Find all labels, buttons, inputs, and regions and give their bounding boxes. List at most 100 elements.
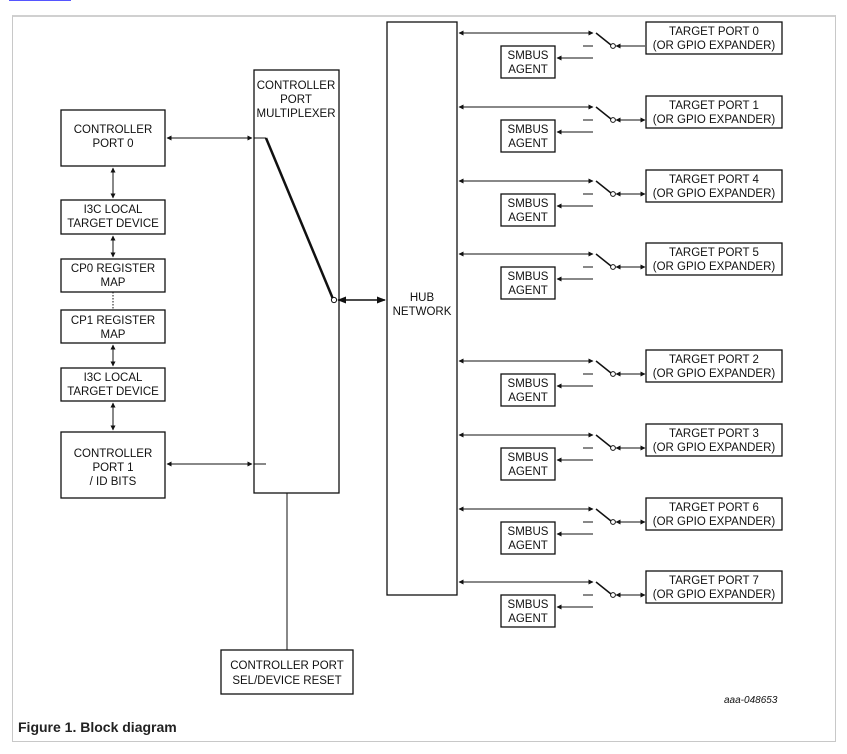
figure-frame [12,15,836,742]
switch-arm [595,360,612,374]
smbus-label: AGENT [508,540,548,552]
switch-pivot-icon [610,117,616,123]
block-label: PORT [280,94,312,106]
smbus-agent-block [500,594,556,628]
block-label: CONTROLLER [74,448,153,460]
block-label: PORT 1 [92,462,133,474]
switch-pivot-icon [610,519,616,525]
target-port-name: TARGET PORT 7 [669,575,759,587]
target-port-sub: (OR GPIO EXPANDER) [653,261,776,273]
target-port-sub: (OR GPIO EXPANDER) [653,40,776,52]
cp1-register-map-block: CP1 REGISTER MAP [60,309,166,344]
target-port-block [645,169,783,203]
target-port-sub: (OR GPIO EXPANDER) [653,114,776,126]
switch-pivot-icon [330,296,338,304]
target-port-name: TARGET PORT 0 [669,26,759,38]
block-label: PORT 0 [92,138,133,150]
target-port-block [645,95,783,129]
target-port-block [645,570,783,604]
target-port-name: TARGET PORT 3 [669,428,759,440]
target-port-sub: (OR GPIO EXPANDER) [653,442,776,454]
target-port-sub: (OR GPIO EXPANDER) [653,368,776,380]
target-port-name: TARGET PORT 2 [669,354,759,366]
switch-pivot-icon [610,592,616,598]
smbus-label: AGENT [508,212,548,224]
figure-id: aaa-048653 [724,695,778,706]
left-connectors [110,135,253,467]
target-port-sub: (OR GPIO EXPANDER) [653,516,776,528]
figure-caption: Figure 1. Block diagram [18,719,177,735]
smbus-agent-block [500,266,556,300]
block-label: HUB [410,292,435,304]
target-row: SMBUS AGENT TARGET PORT 7 (OR GPIO EXPANDER… [458,570,783,628]
target-row: SMBUS AGENT TARGET PORT 6 (OR GPIO EXPANDER… [458,497,783,555]
controller-port-0-block: CONTROLLER PORT 0 [60,109,166,167]
block-label: MULTIPLEXER [256,108,335,120]
smbus-label: SMBUS [508,271,549,283]
target-port-block [645,349,783,383]
smbus-label: AGENT [508,613,548,625]
block-label: I3C LOCAL [84,204,143,216]
smbus-label: SMBUS [508,378,549,390]
switch-arm [595,32,612,46]
smbus-agent-block [500,193,556,227]
switch-arm [595,434,612,448]
block-label: TARGET DEVICE [67,386,159,398]
smbus-label: AGENT [508,392,548,404]
target-port-sub: (OR GPIO EXPANDER) [653,589,776,601]
target-port-rows: SMBUS AGENT TARGET PORT 0 (OR GPIO EXPANDER… [458,21,783,628]
switch-pivot-icon [610,43,616,49]
target-port-name: TARGET PORT 1 [669,100,759,112]
i3c-local-target-device-0-block: I3C LOCAL TARGET DEVICE [60,199,166,235]
controller-port-1-block: CONTROLLER PORT 1 / ID BITS [60,431,166,499]
target-port-block [645,423,783,457]
smbus-agent-block [500,373,556,407]
block-label: NETWORK [393,306,452,318]
switch-pivot-icon [610,445,616,451]
target-row: SMBUS AGENT TARGET PORT 5 (OR GPIO EXPANDER… [458,242,783,300]
target-port-block [645,497,783,531]
smbus-label: SMBUS [508,50,549,62]
smbus-label: SMBUS [508,599,549,611]
smbus-label: AGENT [508,138,548,150]
hub-network-block: HUB NETWORK [386,21,458,596]
switch-arm [595,180,612,194]
block-label: MAP [101,277,126,289]
smbus-label: AGENT [508,285,548,297]
switch-arm [595,253,612,267]
smbus-label: AGENT [508,466,548,478]
controller-port-sel-block: CONTROLLER PORT SEL/DEVICE RESET [220,493,354,695]
smbus-agent-block [500,521,556,555]
switch-pivot-icon [610,371,616,377]
smbus-label: AGENT [508,64,548,76]
block-label: CONTROLLER PORT [230,660,344,672]
top-link-fragment[interactable] [9,0,71,2]
smbus-label: SMBUS [508,526,549,538]
block-label: CP0 REGISTER [71,263,155,275]
block-label: CONTROLLER [257,80,336,92]
target-port-name: TARGET PORT 6 [669,502,759,514]
controller-port-multiplexer-block: CONTROLLER PORT MULTIPLEXER [253,69,386,494]
block-label: CONTROLLER [74,124,153,136]
i3c-local-target-device-1-block: I3C LOCAL TARGET DEVICE [60,367,166,402]
block-label: I3C LOCAL [84,372,143,384]
target-row: SMBUS AGENT TARGET PORT 0 (OR GPIO EXPANDER… [458,21,783,79]
target-port-block [645,242,783,276]
switch-pivot-icon [610,191,616,197]
block-label: / ID BITS [90,476,137,488]
target-row: SMBUS AGENT TARGET PORT 1 (OR GPIO EXPANDER… [458,95,783,153]
smbus-label: SMBUS [508,124,549,136]
smbus-agent-block [500,45,556,79]
block-label: TARGET DEVICE [67,218,159,230]
cp0-register-map-block: CP0 REGISTER MAP [60,258,166,293]
target-port-name: TARGET PORT 5 [669,247,759,259]
target-port-name: TARGET PORT 4 [669,174,759,186]
switch-pivot-icon [610,264,616,270]
smbus-agent-block [500,119,556,153]
target-port-sub: (OR GPIO EXPANDER) [653,188,776,200]
block-label: CP1 REGISTER [71,315,155,327]
smbus-agent-block [500,447,556,481]
